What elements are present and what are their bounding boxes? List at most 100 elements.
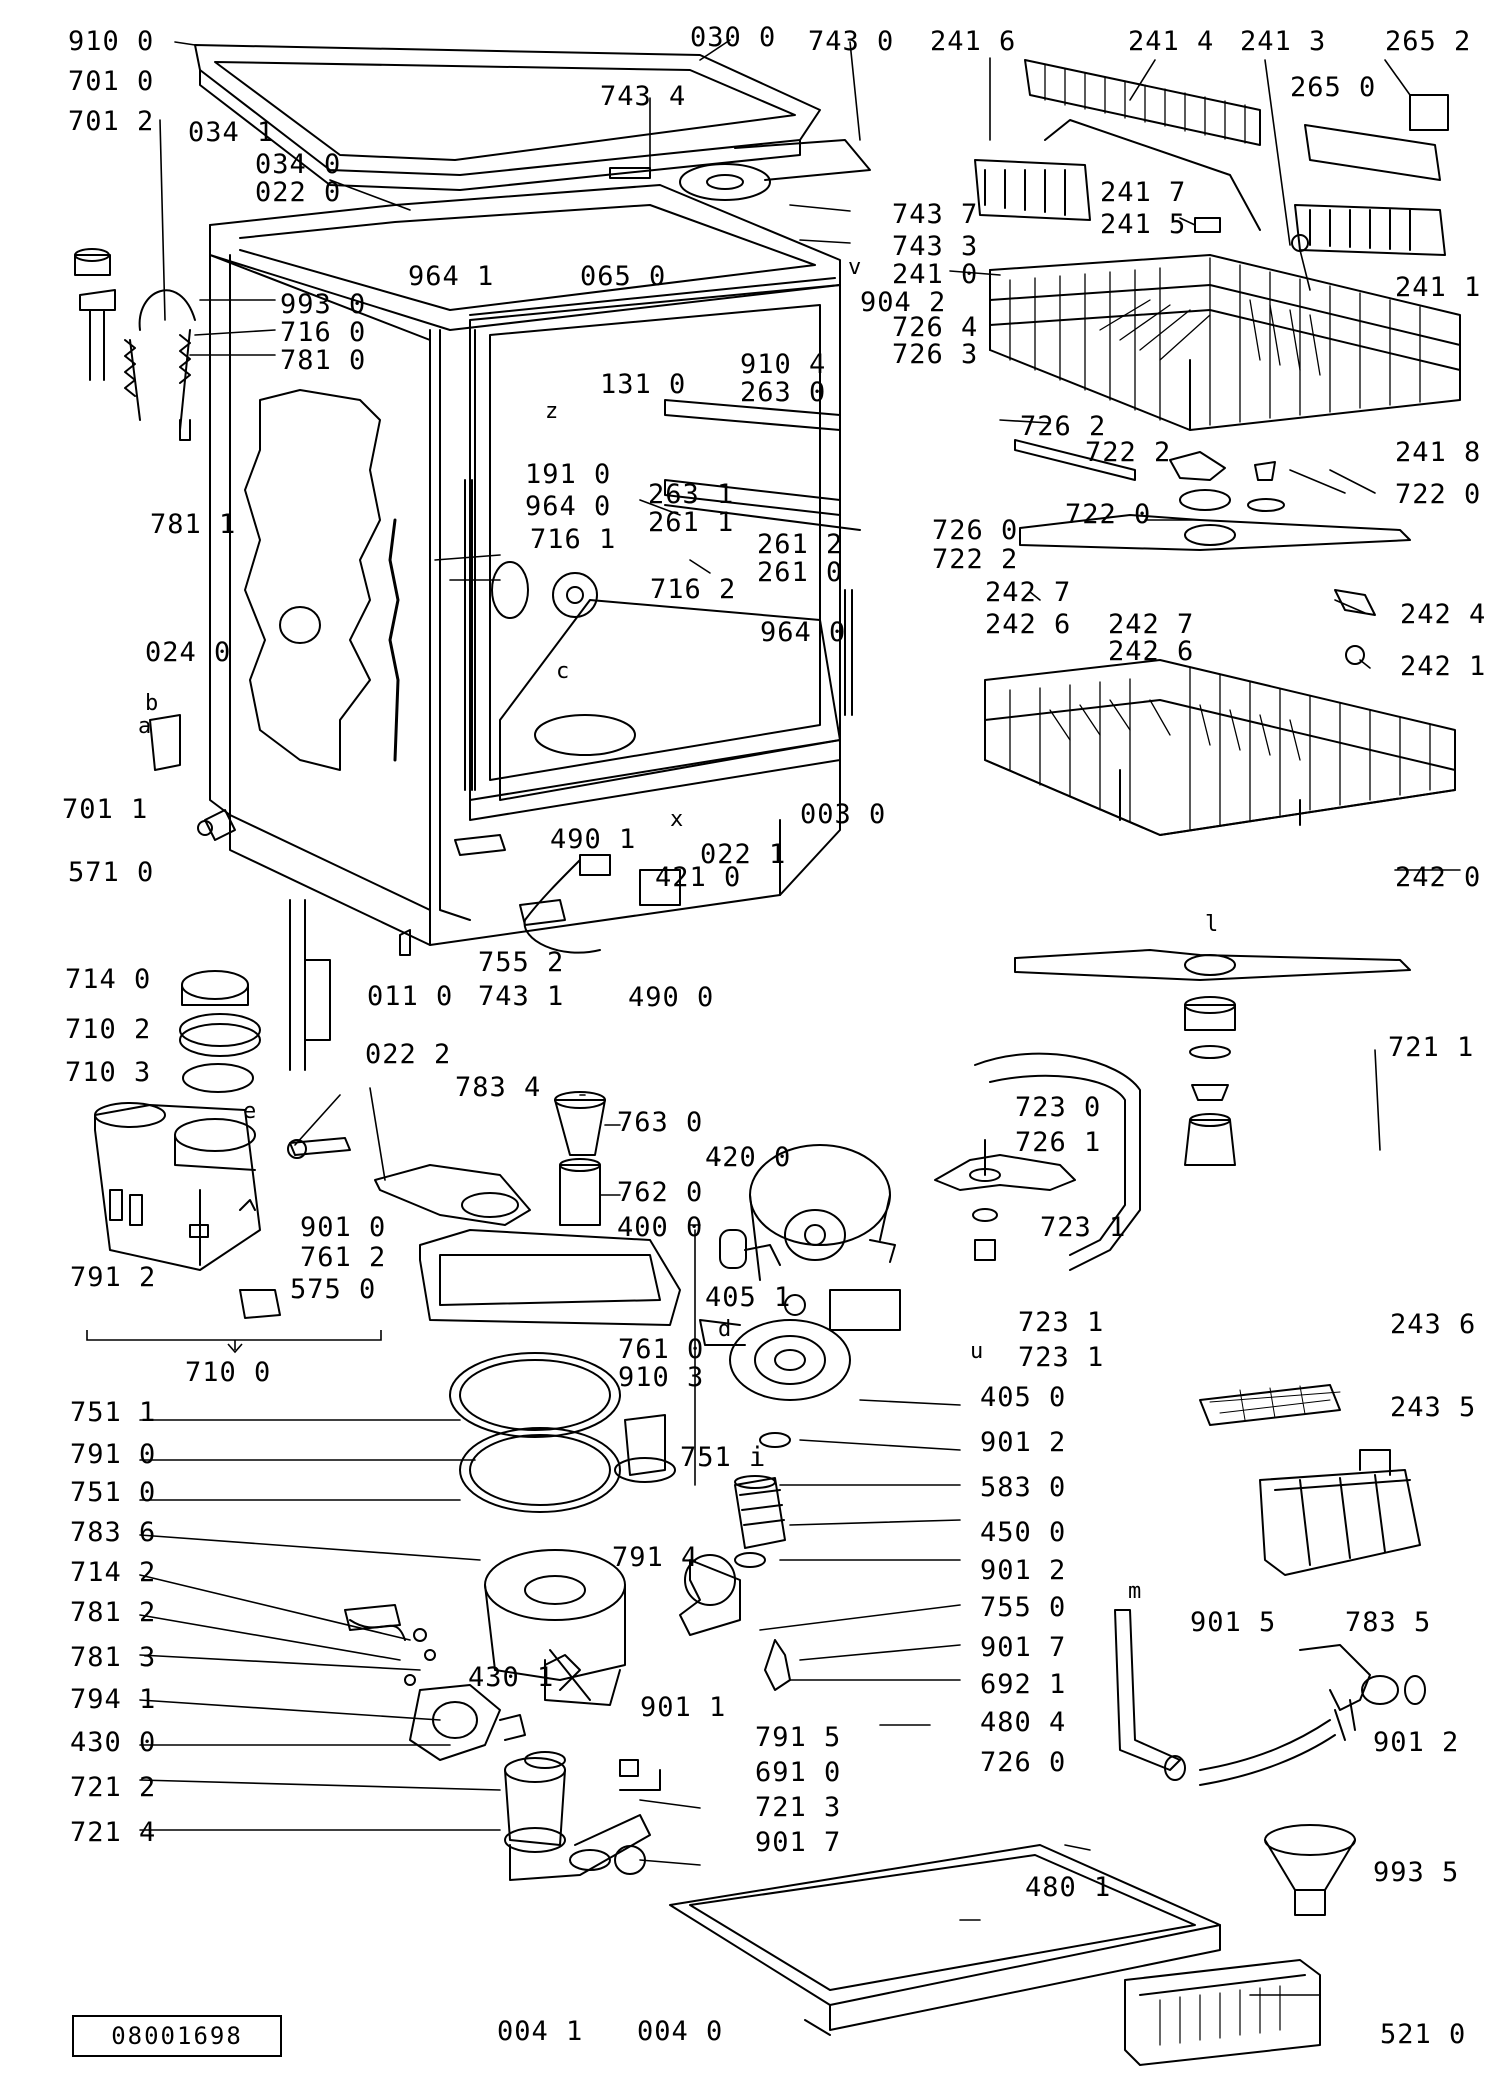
part-label: 710 3 [65,1057,152,1088]
part-label: 910 4 [740,349,827,380]
part-label: 726 4 [892,312,979,343]
part-label: 904 2 [860,287,947,318]
sound-strip-part [609,139,871,201]
water-softener [94,970,351,1319]
part-label: 405 0 [980,1382,1067,1413]
part-label: 910 3 [618,1362,705,1393]
group-bracket [86,1330,382,1354]
part-label: 490 1 [550,824,637,855]
part-label: 761 2 [300,1242,387,1273]
part-label: 575 0 [290,1274,377,1305]
part-label: 781 0 [280,345,367,376]
part-label: 421 0 [655,862,742,893]
part-label: 743 3 [892,231,979,262]
part-label: 241 1 [1395,272,1482,303]
part-label: 701 2 [68,106,155,137]
part-label: 261 2 [757,529,844,560]
ref-letter: c [556,659,570,684]
part-label: 721 3 [755,1792,842,1823]
part-label: 034 0 [255,149,342,180]
part-label: 243 5 [1390,1392,1477,1423]
document-number-box: 08001698 [72,2015,282,2057]
part-label: 241 5 [1100,209,1187,240]
part-label: 241 0 [892,259,979,290]
part-label: 450 0 [980,1517,1067,1548]
part-label: 263 0 [740,377,827,408]
part-label: 781 3 [70,1642,157,1673]
part-label: 964 1 [408,261,495,292]
part-label: 004 0 [637,2016,724,2047]
part-label: 701 1 [62,794,149,825]
upper-spray-pipe [934,1052,1141,1271]
part-label: 242 6 [1108,636,1195,667]
part-label: 011 0 [367,981,454,1012]
ref-letter: z [545,399,559,424]
part-label: 993 5 [1373,1857,1460,1888]
part-label: 783 6 [70,1517,157,1548]
drain-pump [344,1604,661,1881]
part-label: 743 0 [808,26,895,57]
part-label: 261 0 [757,557,844,588]
part-label: 571 0 [68,857,155,888]
part-label: 791 5 [755,1722,842,1753]
part-label: 722 2 [932,544,1019,575]
part-label: 065 0 [580,261,667,292]
ref-letter: d [718,1317,732,1342]
part-label: 761 0 [618,1334,705,1365]
sump-and-seals [374,1091,681,1706]
part-label: 726 0 [932,515,1019,546]
cutlery-basket [1199,1384,1421,1576]
part-label: 583 0 [980,1472,1067,1503]
part-label: 783 4 [455,1072,542,1103]
part-label: 701 0 [68,66,155,97]
part-label: 691 0 [755,1757,842,1788]
part-label: 751 0 [70,1477,157,1508]
part-label: 241 7 [1100,177,1187,208]
part-label: 743 7 [892,199,979,230]
ref-letter: e [243,1099,257,1124]
part-label: 692 1 [980,1669,1067,1700]
part-label: 722 0 [1395,479,1482,510]
ref-letter: v [848,255,862,280]
part-label: 901 5 [1190,1607,1277,1638]
part-label: 716 0 [280,317,367,348]
part-label: 755 2 [478,947,565,978]
part-label: 480 4 [980,1707,1067,1738]
part-label: 242 6 [985,609,1072,640]
part-label: 004 1 [497,2016,584,2047]
upper-spray-arm [1014,439,1411,551]
part-label: 783 5 [1345,1607,1432,1638]
part-label: 743 4 [600,81,687,112]
part-label: 714 0 [65,964,152,995]
part-label: 131 0 [600,369,687,400]
ref-letter: m [1128,1579,1142,1604]
part-label: 265 0 [1290,72,1377,103]
worktop-part [194,44,821,191]
part-label: 901 1 [640,1692,727,1723]
ref-letter: l [1205,912,1219,937]
ref-letter: b [145,691,159,716]
door-hinge-and-springs [74,248,331,1071]
part-label: 241 6 [930,26,1017,57]
callout-leaders [139,39,1461,1996]
part-label: 723 1 [1018,1307,1105,1338]
base-pan [669,1844,1221,2036]
part-label: 241 8 [1395,437,1482,468]
control-box [1124,1959,1321,2066]
part-label: 714 2 [70,1557,157,1588]
part-label: 405 1 [705,1282,792,1313]
part-label: 721 1 [1388,1032,1475,1063]
part-label: 191 0 [525,459,612,490]
part-label: 726 2 [1020,411,1107,442]
part-label: 521 0 [1380,2019,1467,2050]
part-label: 022 0 [255,177,342,208]
part-label: 722 0 [1065,499,1152,530]
part-label: 993 0 [280,289,367,320]
part-label: 901 2 [1373,1727,1460,1758]
part-label: 241 4 [1128,26,1215,57]
part-label: 723 1 [1018,1342,1105,1373]
part-label: 791 4 [612,1542,699,1573]
part-label: 242 7 [1108,609,1195,640]
part-label: 263 1 [648,479,735,510]
